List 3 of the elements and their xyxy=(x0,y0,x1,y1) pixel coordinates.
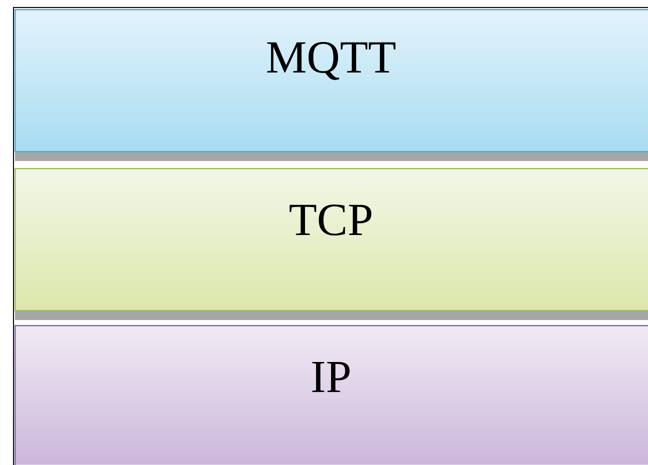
layer-box: TCP xyxy=(14,168,648,320)
layer-box: IP xyxy=(14,324,648,465)
layer-box: MQTT xyxy=(14,9,648,161)
